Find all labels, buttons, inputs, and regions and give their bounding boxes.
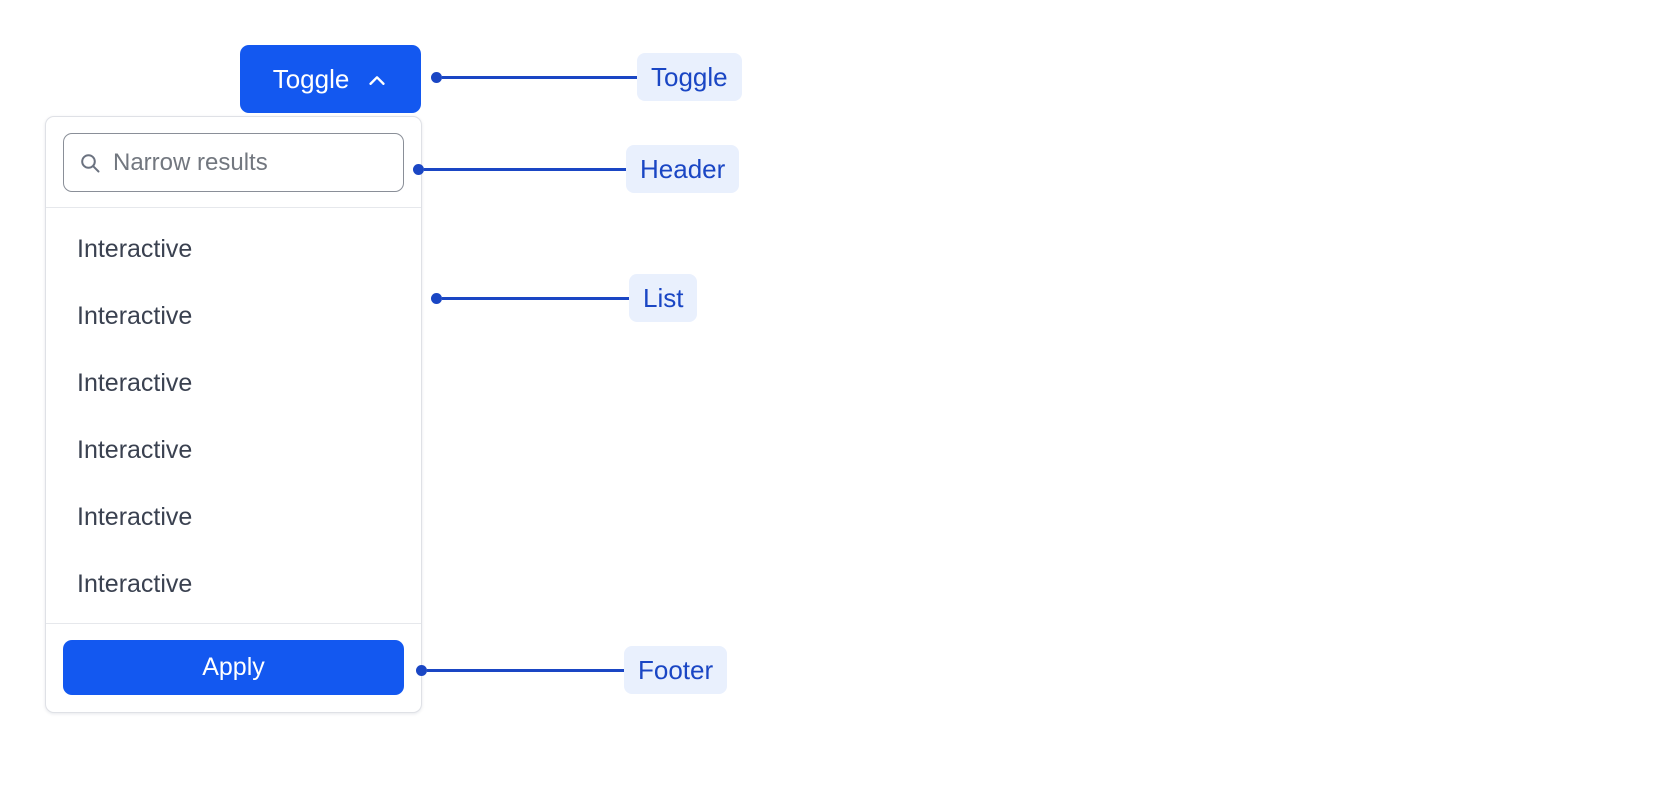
annotation-line bbox=[442, 75, 637, 79]
list-item[interactable]: Interactive bbox=[46, 551, 421, 618]
dropdown-panel: Interactive Interactive Interactive Inte… bbox=[45, 116, 422, 713]
list-item[interactable]: Interactive bbox=[46, 283, 421, 350]
annotation-chip-label: List bbox=[629, 274, 698, 322]
apply-button-label: Apply bbox=[202, 653, 265, 681]
toggle-button[interactable]: Toggle bbox=[240, 45, 421, 113]
annotation-dot bbox=[431, 71, 442, 83]
annotation-dot bbox=[413, 163, 424, 175]
annotation-chip-label: Toggle bbox=[637, 53, 742, 101]
apply-button[interactable]: Apply bbox=[63, 640, 404, 695]
list-item[interactable]: Interactive bbox=[46, 216, 421, 283]
toggle-button-label: Toggle bbox=[272, 64, 350, 94]
annotation-line bbox=[424, 167, 626, 171]
list-item-label: Interactive bbox=[77, 503, 193, 531]
list-item[interactable]: Interactive bbox=[46, 484, 421, 551]
annotation-line bbox=[442, 296, 629, 300]
panel-footer: Apply bbox=[46, 623, 421, 712]
annotation-line bbox=[427, 668, 624, 672]
list-item[interactable]: Interactive bbox=[46, 350, 421, 417]
panel-header bbox=[46, 117, 421, 208]
annotation-chip-label: Header bbox=[626, 145, 740, 193]
list-item-label: Interactive bbox=[77, 235, 193, 263]
list-item[interactable]: Interactive bbox=[46, 417, 421, 484]
list-item-label: Interactive bbox=[77, 436, 193, 464]
list-item-label: Interactive bbox=[77, 369, 193, 397]
search-icon bbox=[78, 151, 102, 175]
search-field[interactable] bbox=[63, 133, 404, 192]
annotation-dot bbox=[416, 664, 427, 676]
annotation-chip-label: Footer bbox=[624, 646, 728, 694]
list-item-label: Interactive bbox=[77, 302, 193, 330]
annotation-dot bbox=[431, 292, 442, 304]
panel-list: Interactive Interactive Interactive Inte… bbox=[46, 208, 421, 623]
list-item-label: Interactive bbox=[77, 570, 193, 598]
search-input[interactable] bbox=[113, 148, 389, 177]
chevron-up-icon bbox=[366, 68, 388, 90]
